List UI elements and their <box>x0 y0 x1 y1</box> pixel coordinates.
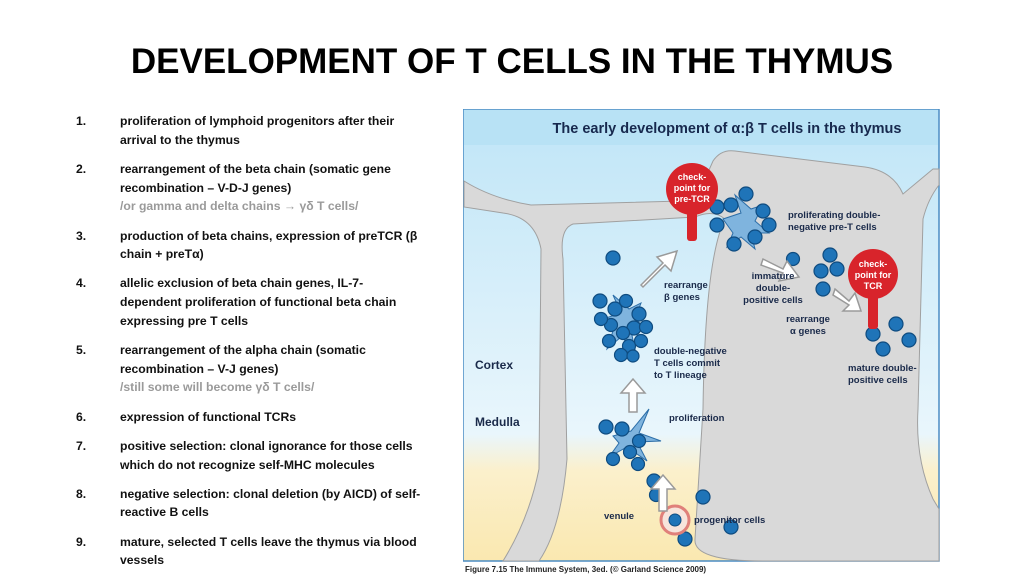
step-text: recombination – V-J genes) <box>120 361 279 376</box>
development-arrow <box>619 249 863 512</box>
step-text: which do not recognize self-MHC molecule… <box>120 457 375 472</box>
step-text: dependent proliferation of functional be… <box>120 295 397 310</box>
step-text: proliferation of lymphoid progenitors af… <box>120 114 395 128</box>
thymus-figure: The early development of α:β T cells in … <box>462 108 941 580</box>
label-double-negative: double-negative <box>654 346 727 357</box>
step-number: 7. <box>76 438 87 453</box>
checkpoint-tcr: check- point for TCR <box>848 249 898 329</box>
step-text: arrival to the thymus <box>120 132 240 147</box>
step-text: expression of functional TCRs <box>120 409 297 424</box>
thymus-septum <box>463 150 940 562</box>
label-rearrange-alpha: rearrange <box>786 314 830 325</box>
step-item: 8. negative selection: clonal deletion (b… <box>76 485 444 522</box>
step-text: reactive B cells <box>120 505 209 520</box>
step-text: recombination – V-D-J genes) <box>120 180 292 195</box>
svg-text:point for: point for <box>855 270 892 280</box>
step-item: 1. proliferation of lymphoid progenitors … <box>76 112 444 149</box>
step-number: 1. <box>76 114 87 128</box>
step-list: 1. proliferation of lymphoid progenitors … <box>76 112 444 581</box>
step-item: 9. mature, selected T cells leave the thy… <box>76 533 444 570</box>
step-text: mature, selected T cells leave the thymu… <box>120 534 417 549</box>
svg-text:α genes: α genes <box>790 326 826 337</box>
step-number: 9. <box>76 534 87 549</box>
step-text: chain + preTα) <box>120 247 204 262</box>
figure-caption: Figure 7.15 The Immune System, 3ed. (© G… <box>465 565 706 574</box>
step-text: positive selection: clonal ignorance for… <box>120 438 413 453</box>
step-number: 2. <box>76 161 87 176</box>
svg-text:negative pre-T cells: negative pre-T cells <box>788 222 877 233</box>
label-proliferating: proliferating double- <box>788 210 880 221</box>
step-number: 4. <box>76 276 87 291</box>
svg-text:TCR: TCR <box>864 281 883 291</box>
svg-text:positive cells: positive cells <box>848 375 908 386</box>
svg-text:point for: point for <box>674 183 711 193</box>
svg-text:check-: check- <box>678 172 707 182</box>
step-text: allelic exclusion of beta chain genes, I… <box>120 276 364 291</box>
svg-text:β genes: β genes <box>664 292 700 303</box>
banner-band <box>464 110 938 145</box>
label-mature: mature double- <box>848 363 917 374</box>
step-number: 3. <box>76 228 87 243</box>
checkpoint-pretcr: check- point for pre-TCR <box>666 163 718 241</box>
step-number: 8. <box>76 486 87 501</box>
figure-banner: The early development of α:β T cells in … <box>553 121 902 137</box>
step-number: 6. <box>76 409 87 424</box>
svg-text:positive cells: positive cells <box>743 295 803 306</box>
region-medulla: Medulla <box>475 415 520 429</box>
svg-text:T cells commit: T cells commit <box>654 358 721 369</box>
step-text: expressing pre T cells <box>120 313 249 328</box>
step-item: 4. allelic exclusion of beta chain genes,… <box>76 274 444 330</box>
region-cortex: Cortex <box>475 358 513 372</box>
step-item: 2. rearrangement of the beta chain (somat… <box>76 160 444 216</box>
step-note: /or gamma and delta chains → γδ T cells/ <box>120 199 359 214</box>
step-number: 5. <box>76 343 87 358</box>
svg-text:pre-TCR: pre-TCR <box>674 194 710 204</box>
svg-text:double-: double- <box>756 283 790 294</box>
t-cell-cluster <box>592 186 917 547</box>
label-immature: immature <box>752 271 795 282</box>
step-item: 6. expression of functional TCRs <box>76 408 444 427</box>
svg-text:check-: check- <box>859 259 888 269</box>
step-item: 5. rearrangement of the alpha chain (soma… <box>76 341 444 397</box>
label-rearrange-beta: rearrange <box>664 280 708 291</box>
svg-text:to T lineage: to T lineage <box>654 370 707 381</box>
label-progenitor: progenitor cells <box>694 515 765 526</box>
step-text: vessels <box>120 553 165 568</box>
step-text: rearrangement of the alpha chain (somati… <box>120 343 366 358</box>
step-item: 3. production of beta chains, expression … <box>76 227 444 264</box>
step-text: production of beta chains, expression of… <box>120 228 418 243</box>
step-note: /still some will become γδ T cells/ <box>120 380 315 395</box>
slide-title: DEVELOPMENT OF T CELLS IN THE THYMUS <box>130 42 894 81</box>
step-text: rearrangement of the beta chain (somatic… <box>120 161 391 176</box>
step-text: negative selection: clonal deletion (by … <box>120 486 421 501</box>
step-item: 7. positive selection: clonal ignorance f… <box>76 437 444 474</box>
label-proliferation: proliferation <box>669 413 725 424</box>
label-venule: venule <box>604 511 634 522</box>
